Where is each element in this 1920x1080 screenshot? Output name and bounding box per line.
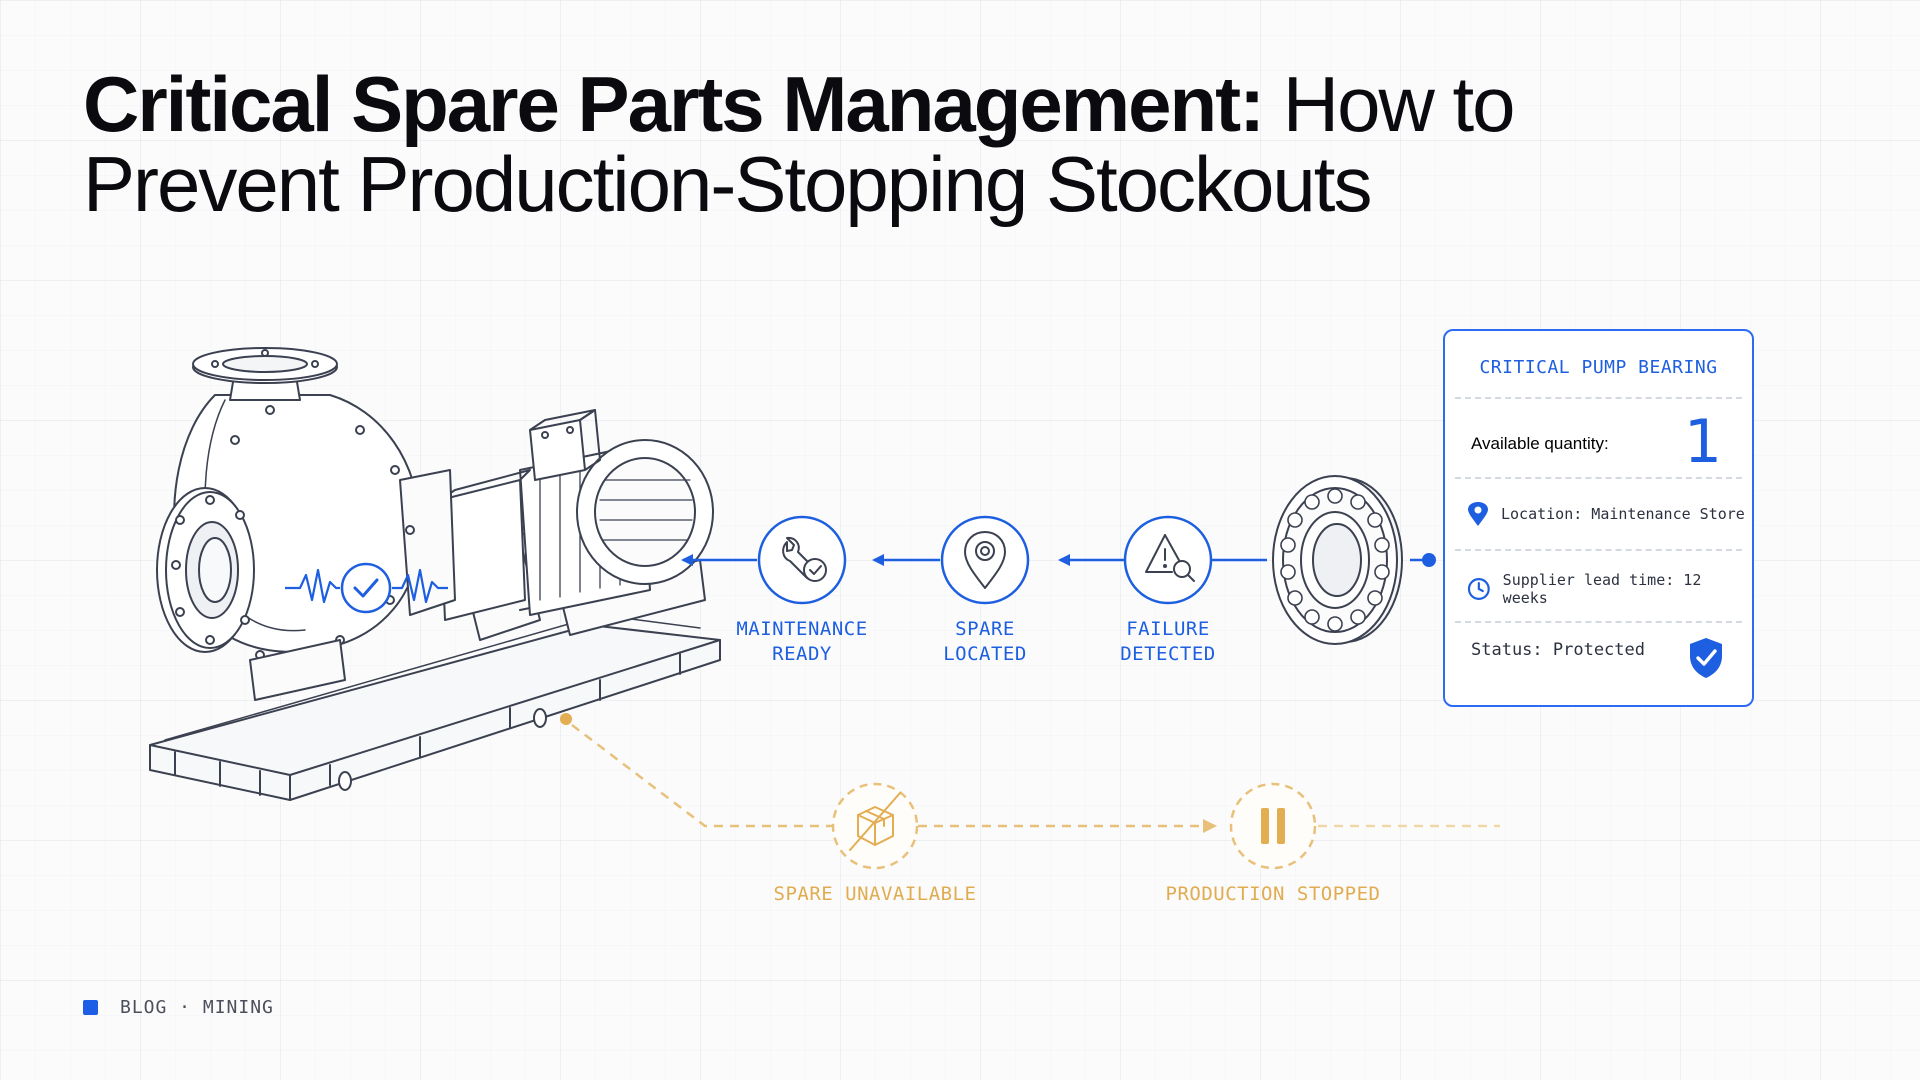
label-spare-unavailable: SPARE UNAVAILABLE [773,883,977,905]
part-info-card: CRITICAL PUMP BEARING Available quantity… [1443,329,1754,707]
card-divider [1455,621,1742,623]
step-production-stopped [1229,782,1317,870]
step-failure-detected [1123,515,1213,605]
location-pin-icon [964,531,1006,589]
box-crossed-icon [849,792,901,851]
vibration-check-indicator [285,562,448,614]
title-bold: Critical Spare Parts Management: [83,60,1265,148]
wrench-check-icon [782,536,827,582]
available-quantity-label: Available quantity: [1471,434,1609,453]
location-text: Location: Maintenance Store [1501,505,1745,523]
card-divider [1455,477,1742,479]
blog-category: BLOG · MINING [120,997,274,1018]
status-text: Status: Protected [1471,640,1645,660]
available-quantity-value: 1 [1683,407,1722,477]
category-marker [83,1000,98,1015]
lead-time-text: Supplier lead time: 12 weeks [1502,571,1702,607]
clock-icon [1467,578,1490,600]
step-spare-located [940,515,1030,605]
step-maintenance-ready [757,515,847,605]
card-title: CRITICAL PUMP BEARING [1479,357,1718,378]
status-row: Status: Protected [1471,640,1752,660]
card-divider [1455,549,1742,551]
location-row: Location: Maintenance Store [1467,501,1752,527]
step-spare-unavailable [831,782,919,870]
label-failure-detected: FAILURE DETECTED [1120,618,1216,665]
shield-check-icon [1690,638,1722,678]
label-maintenance-ready: MAINTENANCE READY [736,618,868,665]
warning-search-icon [1145,534,1195,582]
pause-icon [1261,808,1285,844]
success-flow [681,553,1436,567]
map-pin-icon [1468,502,1488,526]
title-regular-line2: Prevent Production-Stopping Stockouts [83,140,1372,228]
card-divider [1455,397,1742,399]
centrifugal-pump-illustration [149,347,721,801]
bearing-illustration [1272,475,1403,645]
label-spare-located: SPARE LOCATED [943,618,1027,665]
title-regular-line1: How to [1263,60,1516,148]
failure-flow [560,713,1500,870]
lead-time-row: Supplier lead time: 12 weeks [1467,571,1752,607]
label-production-stopped: PRODUCTION STOPPED [1165,883,1381,905]
